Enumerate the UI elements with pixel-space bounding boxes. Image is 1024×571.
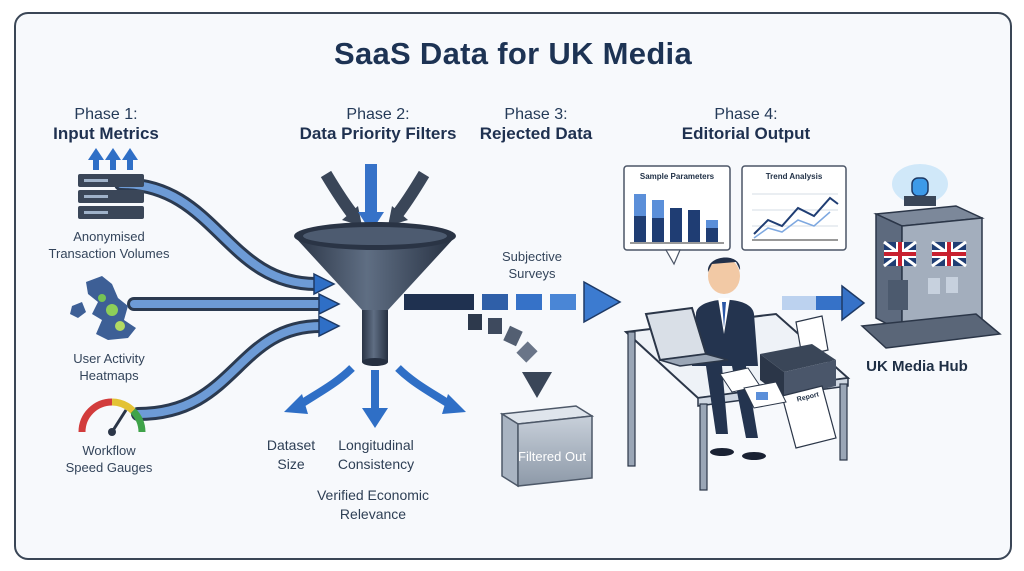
editor-person bbox=[692, 257, 766, 460]
diagram-art bbox=[70, 148, 1002, 491]
trend-analysis-card bbox=[741, 165, 847, 251]
hub-arrow bbox=[782, 284, 866, 322]
server-stack-icon bbox=[78, 148, 144, 219]
funnel-icon bbox=[294, 222, 456, 366]
input-label-gauges: Workflow Speed Gauges bbox=[65, 443, 153, 475]
input-flow-arrows bbox=[114, 177, 328, 421]
input-label-heatmaps: User Activity Heatmaps bbox=[73, 351, 145, 383]
filtered-out-label: Filtered Out bbox=[518, 449, 586, 464]
phase-1-number: Phase 1: bbox=[74, 106, 138, 123]
phase-3-name: Rejected Data bbox=[479, 124, 593, 143]
filter-label-longitudinal: Longitudinal Consistency bbox=[337, 437, 415, 472]
output-arrow bbox=[404, 280, 622, 324]
filter-label-dataset-size: Dataset Size bbox=[266, 437, 316, 472]
uk-media-hub-label: UK Media Hub bbox=[866, 358, 968, 375]
phase-4-heading: Phase 4: Editorial Output bbox=[656, 106, 836, 144]
phase-3-heading: Phase 3: Rejected Data bbox=[466, 106, 606, 144]
phase-1-name: Input Metrics bbox=[53, 124, 159, 143]
filter-label-economic: Verified Economic Relevance bbox=[316, 487, 430, 522]
report-document-icon bbox=[719, 367, 837, 449]
phase-4-name: Editorial Output bbox=[681, 124, 811, 143]
laptop-icon bbox=[644, 306, 729, 367]
rejected-label-surveys: Subjective Surveys bbox=[502, 249, 562, 281]
uk-media-hub-building bbox=[860, 164, 1002, 349]
trend-analysis-title: Trend Analysis bbox=[765, 172, 823, 181]
phase-2-number: Phase 2: bbox=[346, 106, 410, 123]
uk-heatmap-icon bbox=[70, 276, 136, 340]
phase-4-number: Phase 4: bbox=[714, 106, 778, 123]
funnel-input-arrows bbox=[320, 164, 430, 232]
rejected-arrow bbox=[468, 314, 552, 398]
filter-output-arrows bbox=[284, 365, 466, 428]
diagram-title: SaaS Data for UK Media bbox=[333, 36, 693, 71]
phase-2-heading: Phase 2: Data Priority Filters bbox=[278, 106, 478, 144]
phase-2-name: Data Priority Filters bbox=[299, 124, 457, 143]
input-label-transactions: Anonymised Transaction Volumes bbox=[48, 229, 170, 261]
filtered-out-bin bbox=[499, 405, 595, 488]
sample-parameters-title: Sample Parameters bbox=[639, 172, 715, 181]
phase-3-number: Phase 3: bbox=[504, 106, 568, 123]
diagram-frame: SaaS Data for UK Media Phase 1: Input Me… bbox=[14, 12, 1012, 560]
phase-1-heading: Phase 1: Input Metrics bbox=[36, 106, 176, 144]
gauge-icon bbox=[78, 398, 146, 436]
sample-parameters-card bbox=[623, 165, 731, 266]
